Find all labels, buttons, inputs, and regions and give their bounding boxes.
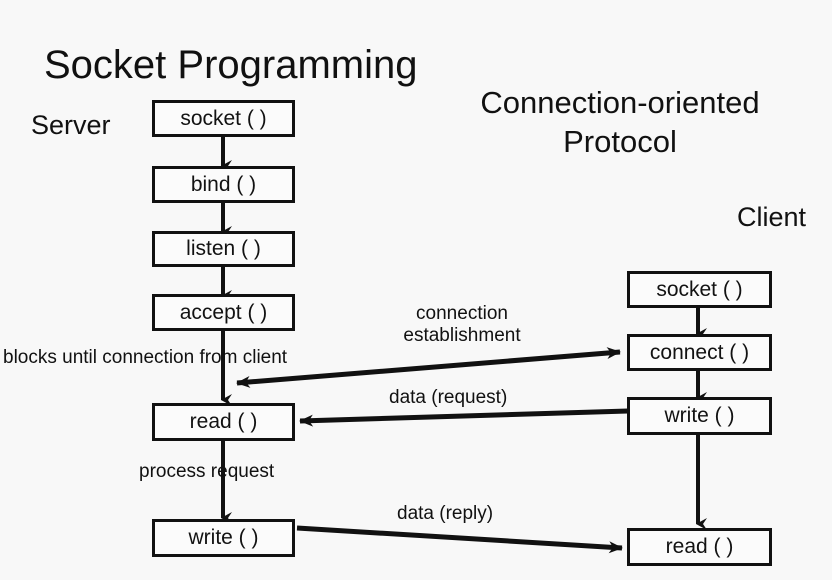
- subtitle-block: Connection-oriented Protocol: [442, 84, 798, 162]
- client-connect-label: connect ( ): [649, 340, 750, 364]
- data-request-label: data (request): [389, 387, 508, 408]
- client-socket-box[interactable]: socket ( ): [627, 271, 772, 308]
- connection-establishment-label: connection establishment: [372, 303, 552, 347]
- server-accept-box[interactable]: accept ( ): [152, 294, 295, 331]
- client-socket-label: socket ( ): [656, 277, 743, 301]
- server-accept-label: accept ( ): [179, 300, 268, 324]
- client-connect-box[interactable]: connect ( ): [627, 334, 772, 371]
- server-write-box[interactable]: write ( ): [152, 519, 295, 557]
- connection-establishment-line-2: establishment: [403, 324, 521, 346]
- page-title: Socket Programming: [44, 43, 418, 87]
- server-read-box[interactable]: read ( ): [152, 403, 295, 441]
- server-socket-label: socket ( ): [180, 106, 267, 130]
- process-request-label: process request: [139, 461, 275, 482]
- server-bind-box[interactable]: bind ( ): [152, 166, 295, 203]
- cross-message-arrows: [236, 347, 629, 554]
- arrow-connection-establishment: [236, 347, 621, 388]
- arrow-data-reply: [296, 525, 623, 554]
- connection-establishment-line-1: connection: [416, 303, 508, 324]
- arrow-data-request: [299, 408, 629, 427]
- server-write-label: write ( ): [188, 526, 259, 549]
- server-listen-box[interactable]: listen ( ): [152, 231, 295, 267]
- server-listen-label: listen ( ): [186, 237, 261, 260]
- server-read-label: read ( ): [189, 410, 258, 433]
- client-role-label: Client: [737, 202, 807, 232]
- data-reply-label: data (reply): [397, 503, 494, 524]
- subtitle-line-1: Connection-oriented: [480, 85, 760, 120]
- subtitle-line-2: Protocol: [563, 123, 677, 159]
- client-read-box[interactable]: read ( ): [627, 528, 772, 566]
- client-write-label: write ( ): [664, 404, 735, 427]
- server-bind-label: bind ( ): [190, 172, 257, 196]
- server-socket-box[interactable]: socket ( ): [152, 100, 295, 137]
- client-write-box[interactable]: write ( ): [627, 397, 772, 435]
- blocks-until-label: blocks until connection from client: [3, 347, 288, 368]
- client-read-label: read ( ): [665, 535, 734, 558]
- server-role-label: Server: [31, 110, 111, 140]
